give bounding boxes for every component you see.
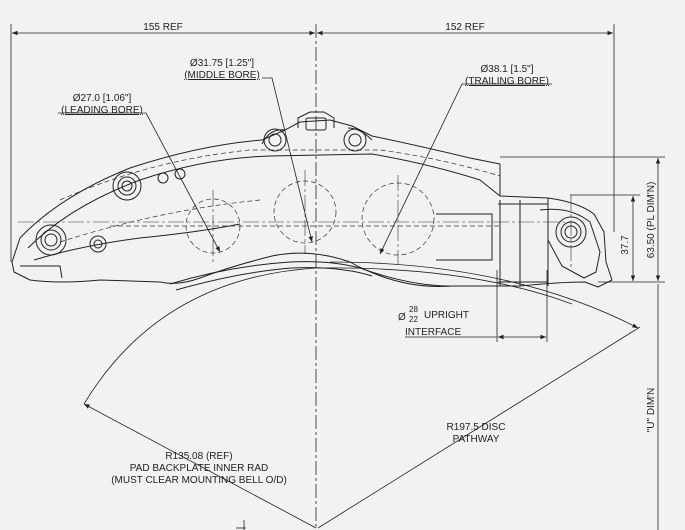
svg-text:22: 22	[409, 315, 418, 324]
svg-text:PAD BACKPLATE INNER RAD: PAD BACKPLATE INNER RAD	[130, 463, 269, 474]
svg-text:(MIDDLE BORE): (MIDDLE BORE)	[184, 70, 260, 81]
width-left-label: 155 REF	[143, 22, 182, 33]
middle-bore-callout: Ø31.75 [1.25"] (MIDDLE BORE)	[184, 58, 260, 81]
svg-text:Ø31.75 [1.25"]: Ø31.75 [1.25"]	[190, 58, 254, 69]
svg-text:Ø27.0 [1.06"]: Ø27.0 [1.06"]	[73, 93, 132, 104]
bolt-leading-lower	[35, 224, 67, 256]
upright-dimension	[405, 270, 548, 342]
svg-text:R135.08 (REF): R135.08 (REF)	[165, 451, 232, 462]
height-dimensions	[500, 156, 665, 530]
leading-bore-callout: Ø27.0 [1.06"] (LEADING BORE)	[61, 93, 143, 116]
bore-leaders	[58, 77, 552, 255]
bolt-small-2	[157, 168, 186, 184]
bolt-top-right	[343, 128, 367, 152]
caliper-body	[11, 111, 613, 291]
svg-text:Ø38.1 [1.5"]: Ø38.1 [1.5"]	[480, 64, 533, 75]
disc-pathway-callout: R197.5 DISC PATHWAY	[447, 422, 506, 445]
svg-text:(MUST CLEAR MOUNTING BELL O/D): (MUST CLEAR MOUNTING BELL O/D)	[111, 475, 287, 486]
bolt-trailing	[555, 216, 587, 248]
width-dimension	[10, 24, 615, 530]
svg-text:INTERFACE: INTERFACE	[405, 327, 461, 338]
svg-text:Ø: Ø	[398, 312, 406, 323]
svg-text:(LEADING BORE): (LEADING BORE)	[61, 105, 143, 116]
svg-text:PATHWAY: PATHWAY	[453, 434, 500, 445]
hidden-lines	[59, 149, 501, 256]
upright-callout: Ø 28 22 UPRIGHT INTERFACE	[398, 305, 469, 338]
height-pl-label: 63.50 (PL DIM'N)	[646, 182, 657, 259]
pad-radius-callout: R135.08 (REF) PAD BACKPLATE INNER RAD (M…	[111, 451, 287, 486]
radius-arcs	[83, 261, 641, 530]
svg-text:UPRIGHT: UPRIGHT	[424, 310, 469, 321]
bolt-leading-upper	[112, 171, 142, 201]
bolt-small-1	[89, 235, 107, 253]
width-right-label: 152 REF	[445, 22, 484, 33]
center-lines	[18, 170, 575, 270]
height-small-label: 37.7	[620, 235, 631, 255]
svg-text:(TRAILING BORE): (TRAILING BORE)	[465, 76, 549, 87]
bolt-top-left	[263, 128, 287, 152]
svg-text:28: 28	[409, 305, 418, 314]
trailing-bore-callout: Ø38.1 [1.5"] (TRAILING BORE)	[465, 64, 549, 87]
svg-text:R197.5 DISC: R197.5 DISC	[447, 422, 506, 433]
u-dim-label: "U" DIM'N	[646, 388, 657, 433]
